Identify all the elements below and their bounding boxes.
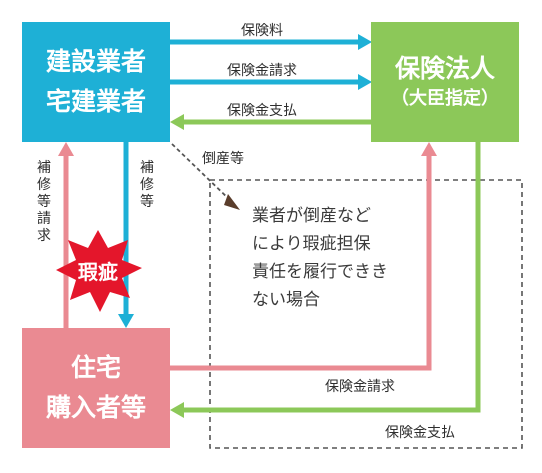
bankruptcy-note: 業者が倒産など により瑕疵担保 責任を履行できき ない場合 (252, 202, 412, 314)
insurer-node: 保険法人 （大臣指定） (371, 22, 519, 142)
insurer-label-line2: （大臣指定） (391, 88, 499, 109)
premium-label: 保険料 (241, 23, 283, 39)
payout-top-label: 保険金支払 (227, 103, 297, 119)
defect-label: 瑕疵 (78, 260, 118, 284)
claim-bottom-label: 保険金請求 (325, 379, 395, 395)
note-line1: 業者が倒産など (252, 206, 371, 226)
claim-bottom-arrow (170, 142, 437, 371)
dashed-region (209, 179, 523, 449)
insurer-label-line1: 保険法人 (394, 54, 495, 83)
claim-top-label: 保険金請求 (227, 63, 297, 79)
buyer-label-line2: 購入者等 (45, 393, 146, 422)
builder-node: 建設業者 宅建業者 (22, 22, 170, 142)
defect-starburst (56, 230, 142, 312)
repair-label: 補修等 (140, 160, 154, 210)
payout-bottom-label: 保険金支払 (385, 425, 455, 441)
repair-arrow (118, 142, 134, 328)
premium-arrow (170, 34, 372, 50)
repair-request-arrow (58, 142, 74, 328)
bankruptcy-arrow (171, 143, 240, 210)
note-line4: ない場合 (252, 290, 320, 310)
claim-top-arrow (170, 74, 372, 90)
note-line3: 責任を履行できき (252, 262, 388, 282)
note-line2: により瑕疵担保 (252, 234, 371, 254)
buyer-node: 住宅 購入者等 (22, 328, 170, 448)
payout-top-arrow (170, 114, 371, 130)
buyer-label-line1: 住宅 (70, 353, 121, 382)
bankruptcy-label: 倒産等 (202, 151, 244, 167)
builder-label-line2: 宅建業者 (45, 87, 146, 116)
payout-bottom-arrow (170, 142, 481, 418)
repair-request-label: 補修等請求 (37, 160, 51, 244)
builder-label-line1: 建設業者 (45, 47, 146, 76)
